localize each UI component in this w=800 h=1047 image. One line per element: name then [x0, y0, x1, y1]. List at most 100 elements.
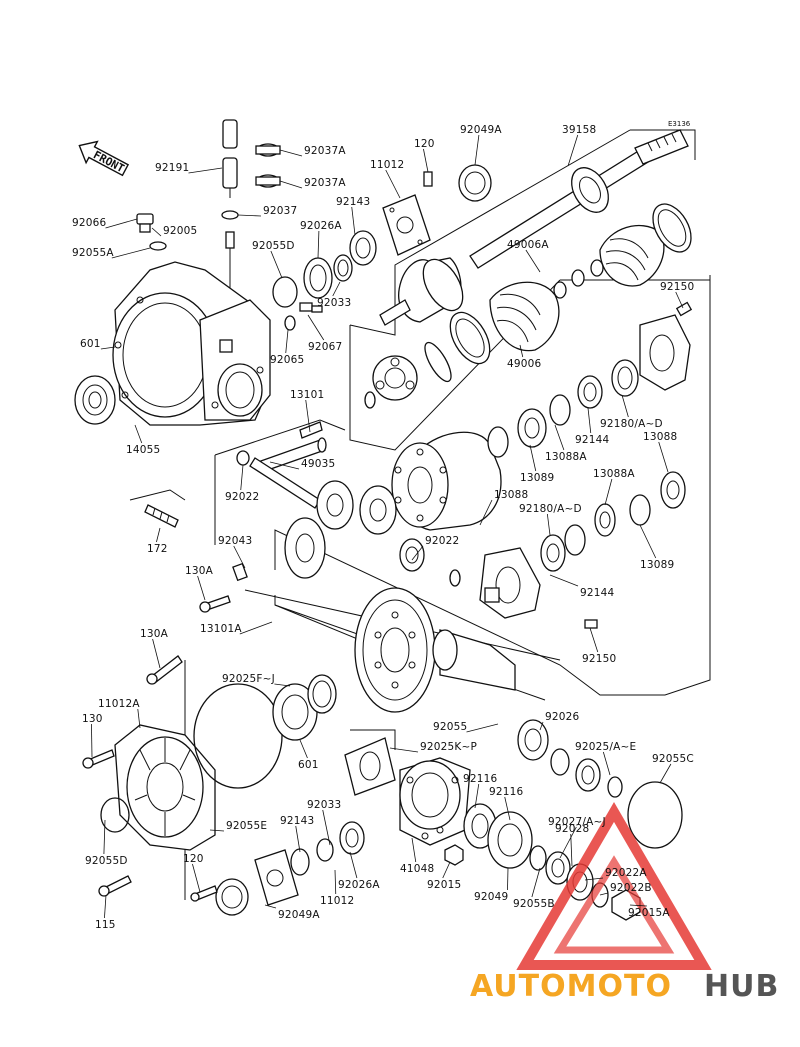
part-label-41048: 41048	[400, 863, 434, 875]
leader-line	[91, 723, 93, 758]
pinion-shaft-13101	[236, 421, 327, 473]
leader-line	[570, 833, 573, 867]
bearing-92049A-upper	[458, 164, 492, 202]
leader-line	[474, 783, 480, 809]
leader-line	[567, 134, 579, 167]
leader-line	[604, 478, 613, 506]
part-label-92144: 92144	[580, 587, 615, 599]
part-label-92033: 92033	[307, 799, 341, 811]
leader-line	[529, 444, 537, 472]
part-label-39158: 39158	[562, 124, 596, 136]
leader-line	[474, 134, 480, 166]
leader-line	[317, 230, 320, 259]
leader-line	[197, 575, 206, 601]
part-label-92022b: 92022B	[610, 882, 652, 894]
leader-line	[209, 829, 225, 832]
part-label-13089: 13089	[520, 472, 554, 484]
leader-line	[621, 394, 629, 418]
leader-line	[104, 894, 107, 919]
final-gear-case	[112, 261, 271, 426]
seal-92026A-upper	[303, 230, 377, 299]
part-label-92033: 92033	[317, 297, 351, 309]
leader-line	[151, 227, 162, 237]
part-label-92191: 92191	[155, 162, 189, 174]
part-label-92180-a-d: 92180/A~D	[519, 503, 582, 515]
leader-line	[504, 796, 511, 821]
oring-92055C	[627, 781, 683, 849]
part-label-92022: 92022	[225, 491, 259, 503]
part-label-92026a: 92026A	[338, 879, 380, 891]
boot-inner	[424, 281, 560, 383]
bearing-601-lower	[272, 674, 337, 741]
leader-line	[602, 751, 611, 776]
pinion-housing	[399, 757, 471, 846]
part-label-11012: 11012	[320, 895, 354, 907]
part-label-92025k-p: 92025K~P	[420, 741, 477, 753]
part-label-92005: 92005	[163, 225, 197, 237]
leader-line	[237, 214, 262, 217]
large-oring-lower	[193, 683, 283, 789]
lever-assembly	[221, 119, 239, 345]
part-label-92015: 92015	[427, 879, 461, 891]
leader-line	[233, 545, 246, 569]
leader-line	[351, 206, 356, 236]
leader-line	[466, 723, 499, 733]
part-label-92065: 92065	[270, 354, 304, 366]
bolt-115	[98, 875, 132, 897]
leader-line	[105, 218, 138, 229]
leader-line	[479, 499, 493, 526]
leader-line	[554, 424, 565, 451]
part-label-11012a: 11012A	[98, 698, 140, 710]
part-label-92043: 92043	[218, 535, 252, 547]
leader-line	[279, 180, 303, 189]
pinion-gear-lower	[232, 517, 326, 582]
part-label-92025f-j: 92025F~J	[222, 673, 275, 685]
part-label-92143: 92143	[336, 196, 370, 208]
leader-line	[546, 513, 551, 536]
watermark-text-2: HUB	[704, 969, 779, 1004]
diagram-code: E3136	[668, 120, 691, 128]
part-label-92037: 92037	[263, 205, 297, 217]
leader-line	[442, 861, 451, 879]
leader-line	[264, 904, 277, 909]
part-label-120: 120	[414, 138, 435, 150]
part-label-92055d: 92055D	[85, 855, 128, 867]
leader-line	[629, 904, 647, 907]
bearing-601-upper	[74, 375, 116, 425]
leader-line	[539, 721, 544, 731]
right-stack-lower	[449, 471, 686, 587]
part-label-49006: 49006	[507, 358, 542, 370]
leader-line	[274, 683, 291, 687]
leader-line	[269, 461, 300, 470]
part-label-601: 601	[80, 338, 101, 350]
leader-line	[188, 167, 223, 174]
part-label-92037a: 92037A	[304, 145, 346, 157]
part-label-92055: 92055	[433, 721, 467, 733]
leader-line	[239, 621, 273, 635]
leader-line	[299, 739, 308, 759]
leader-line	[639, 524, 657, 559]
hose-clamps	[255, 143, 281, 188]
part-label-92055e: 92055E	[226, 820, 267, 832]
differential-case	[391, 431, 502, 531]
leader-line	[332, 281, 341, 297]
part-label-49035: 49035	[301, 458, 335, 470]
watermark-logo: AUTOMOTO HUB	[470, 802, 779, 1004]
svg-text:FRONT: FRONT	[91, 148, 127, 175]
gasket-92025K	[344, 737, 396, 796]
flange-92150-lower	[479, 547, 598, 629]
leader-line	[549, 574, 579, 587]
right-stack-shims	[487, 359, 639, 458]
leader-line	[334, 869, 337, 895]
leader-line	[599, 892, 609, 896]
bolt-130A-upper	[199, 595, 231, 613]
part-label-92049a: 92049A	[460, 124, 502, 136]
part-label-11012: 11012	[370, 159, 404, 171]
bearings-92116-92049	[463, 719, 623, 869]
part-label-92055a: 92055A	[72, 247, 114, 259]
leader-line	[531, 867, 541, 898]
part-label-92116: 92116	[463, 773, 498, 785]
leader-line	[349, 851, 358, 879]
part-label-92025-a-e: 92025/A~E	[575, 741, 636, 753]
